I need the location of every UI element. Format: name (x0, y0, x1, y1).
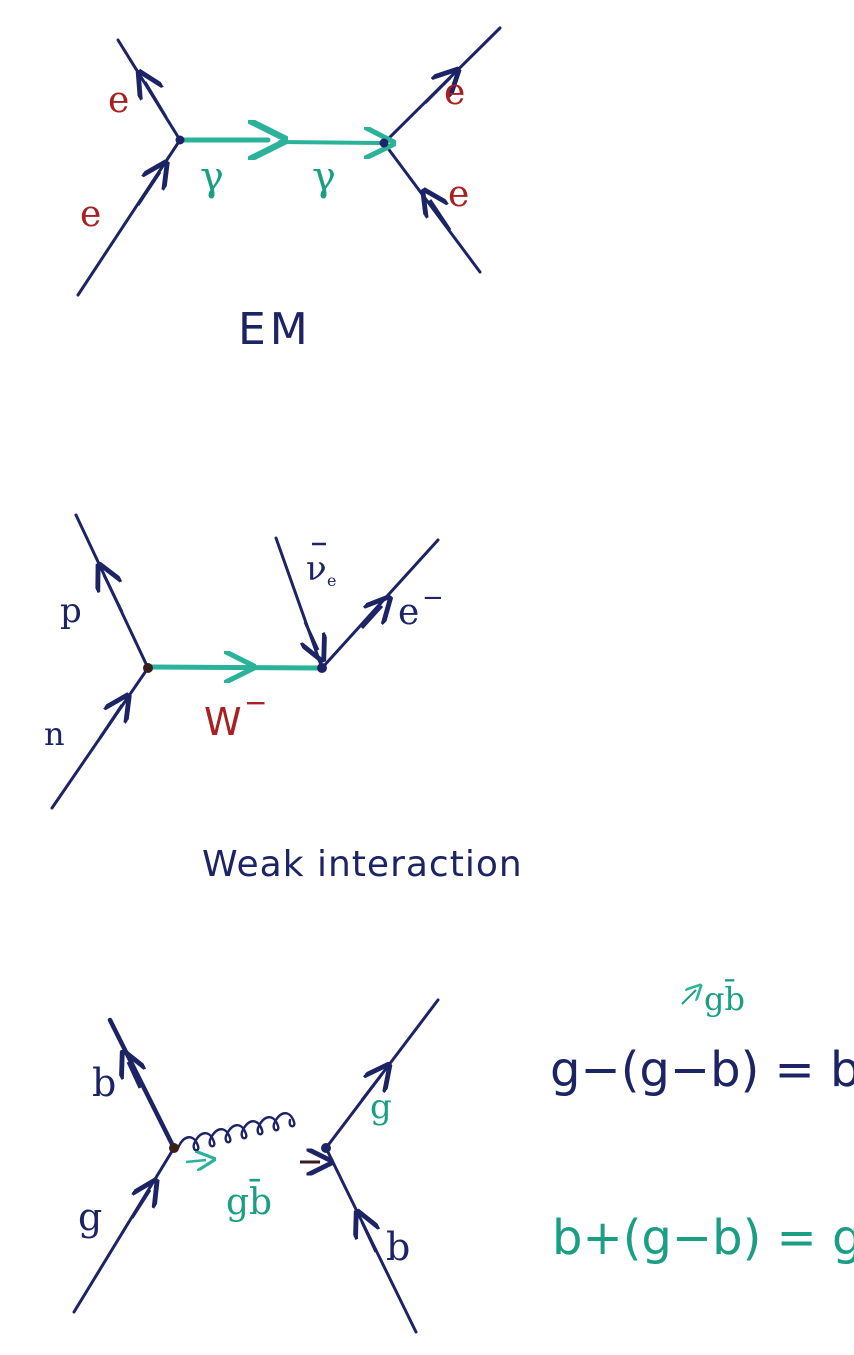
weak-neutron-arrow (98, 705, 122, 739)
strong-equation-1: g−(g−b) = b (550, 1042, 854, 1098)
em-label-e-bottom-left: e (80, 194, 101, 235)
em-label-e-bottom-right: e (448, 174, 469, 215)
strong-incoming-blue-quark-arrow (362, 1222, 376, 1253)
strong-note-gbar: gb̄ (704, 979, 745, 1018)
em-outgoing-electron-arrow-left (145, 82, 168, 118)
strong-label-b-top-left: b (92, 1061, 116, 1105)
strong-gluon-line (176, 1112, 296, 1152)
weak-label-w-boson: W (204, 700, 242, 744)
weak-electron-line (320, 538, 440, 670)
em-incoming-electron-arrow (136, 172, 160, 206)
strong-vertex-right (321, 1143, 331, 1153)
weak-label-electron: e (398, 592, 419, 633)
weak-electron-arrow (360, 606, 382, 630)
weak-label-nu-bar: ν (306, 549, 327, 589)
strong-note-arrow (681, 990, 696, 1005)
em-photon-line-right (278, 142, 380, 143)
weak-vertex-right (317, 663, 327, 673)
em-diagram: e e γ γ e e EM (76, 26, 502, 355)
weak-label-p: p (60, 591, 82, 631)
strong-equation-2: b+(g−b) = g (552, 1210, 854, 1266)
strong-outgoing-blue-quark-arrow (128, 1062, 140, 1089)
strong-label-gluon: gb̄ (226, 1179, 272, 1223)
strong-incoming-green-quark-arrow (130, 1190, 150, 1219)
weak-label-electron-sup: − (422, 583, 444, 613)
strong-diagram: b g gb̄ g b gb̄ g−(g−b) = b b+(g−b) = g (72, 979, 854, 1334)
strong-label-g-top-right: g (370, 1087, 392, 1127)
strong-outgoing-green-quark-arrow (360, 1074, 382, 1101)
em-label-gamma-right: γ (312, 154, 336, 200)
weak-antineutrino-arrow (305, 621, 318, 650)
weak-label-w-sup: − (244, 686, 267, 719)
em-outgoing-electron-arrow-right (423, 78, 450, 105)
weak-vertex-left (143, 663, 153, 673)
strong-gluon-arrow-left (185, 1160, 206, 1162)
weak-label-n: n (44, 715, 65, 753)
em-label-e-top-right: e (444, 72, 465, 113)
em-label-e-top-left: e (108, 80, 129, 121)
weak-diagram: p n ν e e − W − Weak interaction (44, 513, 523, 885)
em-vertex-left (175, 135, 185, 145)
weak-proton-arrow (104, 575, 124, 613)
em-vertex-right (379, 138, 389, 148)
em-caption: EM (238, 304, 312, 355)
em-label-gamma-left: γ (200, 154, 224, 200)
weak-label-nu-subscript: e (327, 571, 336, 590)
strong-outgoing-blue-quark-line (107, 1017, 177, 1151)
strong-label-b-bottom-right: b (386, 1225, 410, 1269)
strong-label-g-bottom-left: g (78, 1195, 102, 1239)
strong-vertex-left (169, 1143, 179, 1153)
em-incoming-electron-arrow-right (430, 200, 452, 231)
weak-caption: Weak interaction (202, 844, 523, 885)
